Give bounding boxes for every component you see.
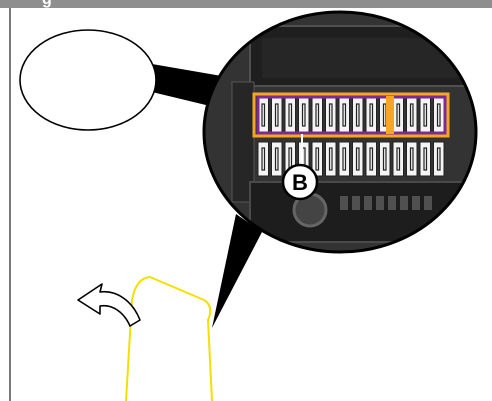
fuse xyxy=(420,142,431,176)
highlight-gold-marker xyxy=(386,96,394,134)
fuse xyxy=(353,98,364,132)
fuse xyxy=(353,142,364,176)
fuse xyxy=(258,142,269,176)
fuse xyxy=(299,98,310,132)
callout-marker-b: B xyxy=(283,165,317,199)
fuse xyxy=(326,142,337,176)
fuse xyxy=(380,142,391,176)
fuse xyxy=(326,98,337,132)
fuse xyxy=(366,98,377,132)
fuse xyxy=(434,98,445,132)
fuse xyxy=(420,98,431,132)
fuse xyxy=(339,98,350,132)
fuse xyxy=(285,98,296,132)
fuse xyxy=(407,98,418,132)
fuse xyxy=(339,142,350,176)
fuse xyxy=(366,142,377,176)
rotate-arrow-icon xyxy=(78,284,140,326)
fuse xyxy=(272,98,283,132)
panel-outline xyxy=(126,277,212,401)
callout-label: B xyxy=(292,170,308,195)
fuse xyxy=(407,142,418,176)
fuse xyxy=(272,142,283,176)
callout-bubble xyxy=(20,30,156,130)
fuse xyxy=(393,98,404,132)
fuse xyxy=(434,142,445,176)
magnifier-pointer xyxy=(212,214,262,328)
magnifier-lens xyxy=(204,0,492,260)
fuse xyxy=(393,142,404,176)
fuse xyxy=(312,98,323,132)
fuse xyxy=(258,98,269,132)
